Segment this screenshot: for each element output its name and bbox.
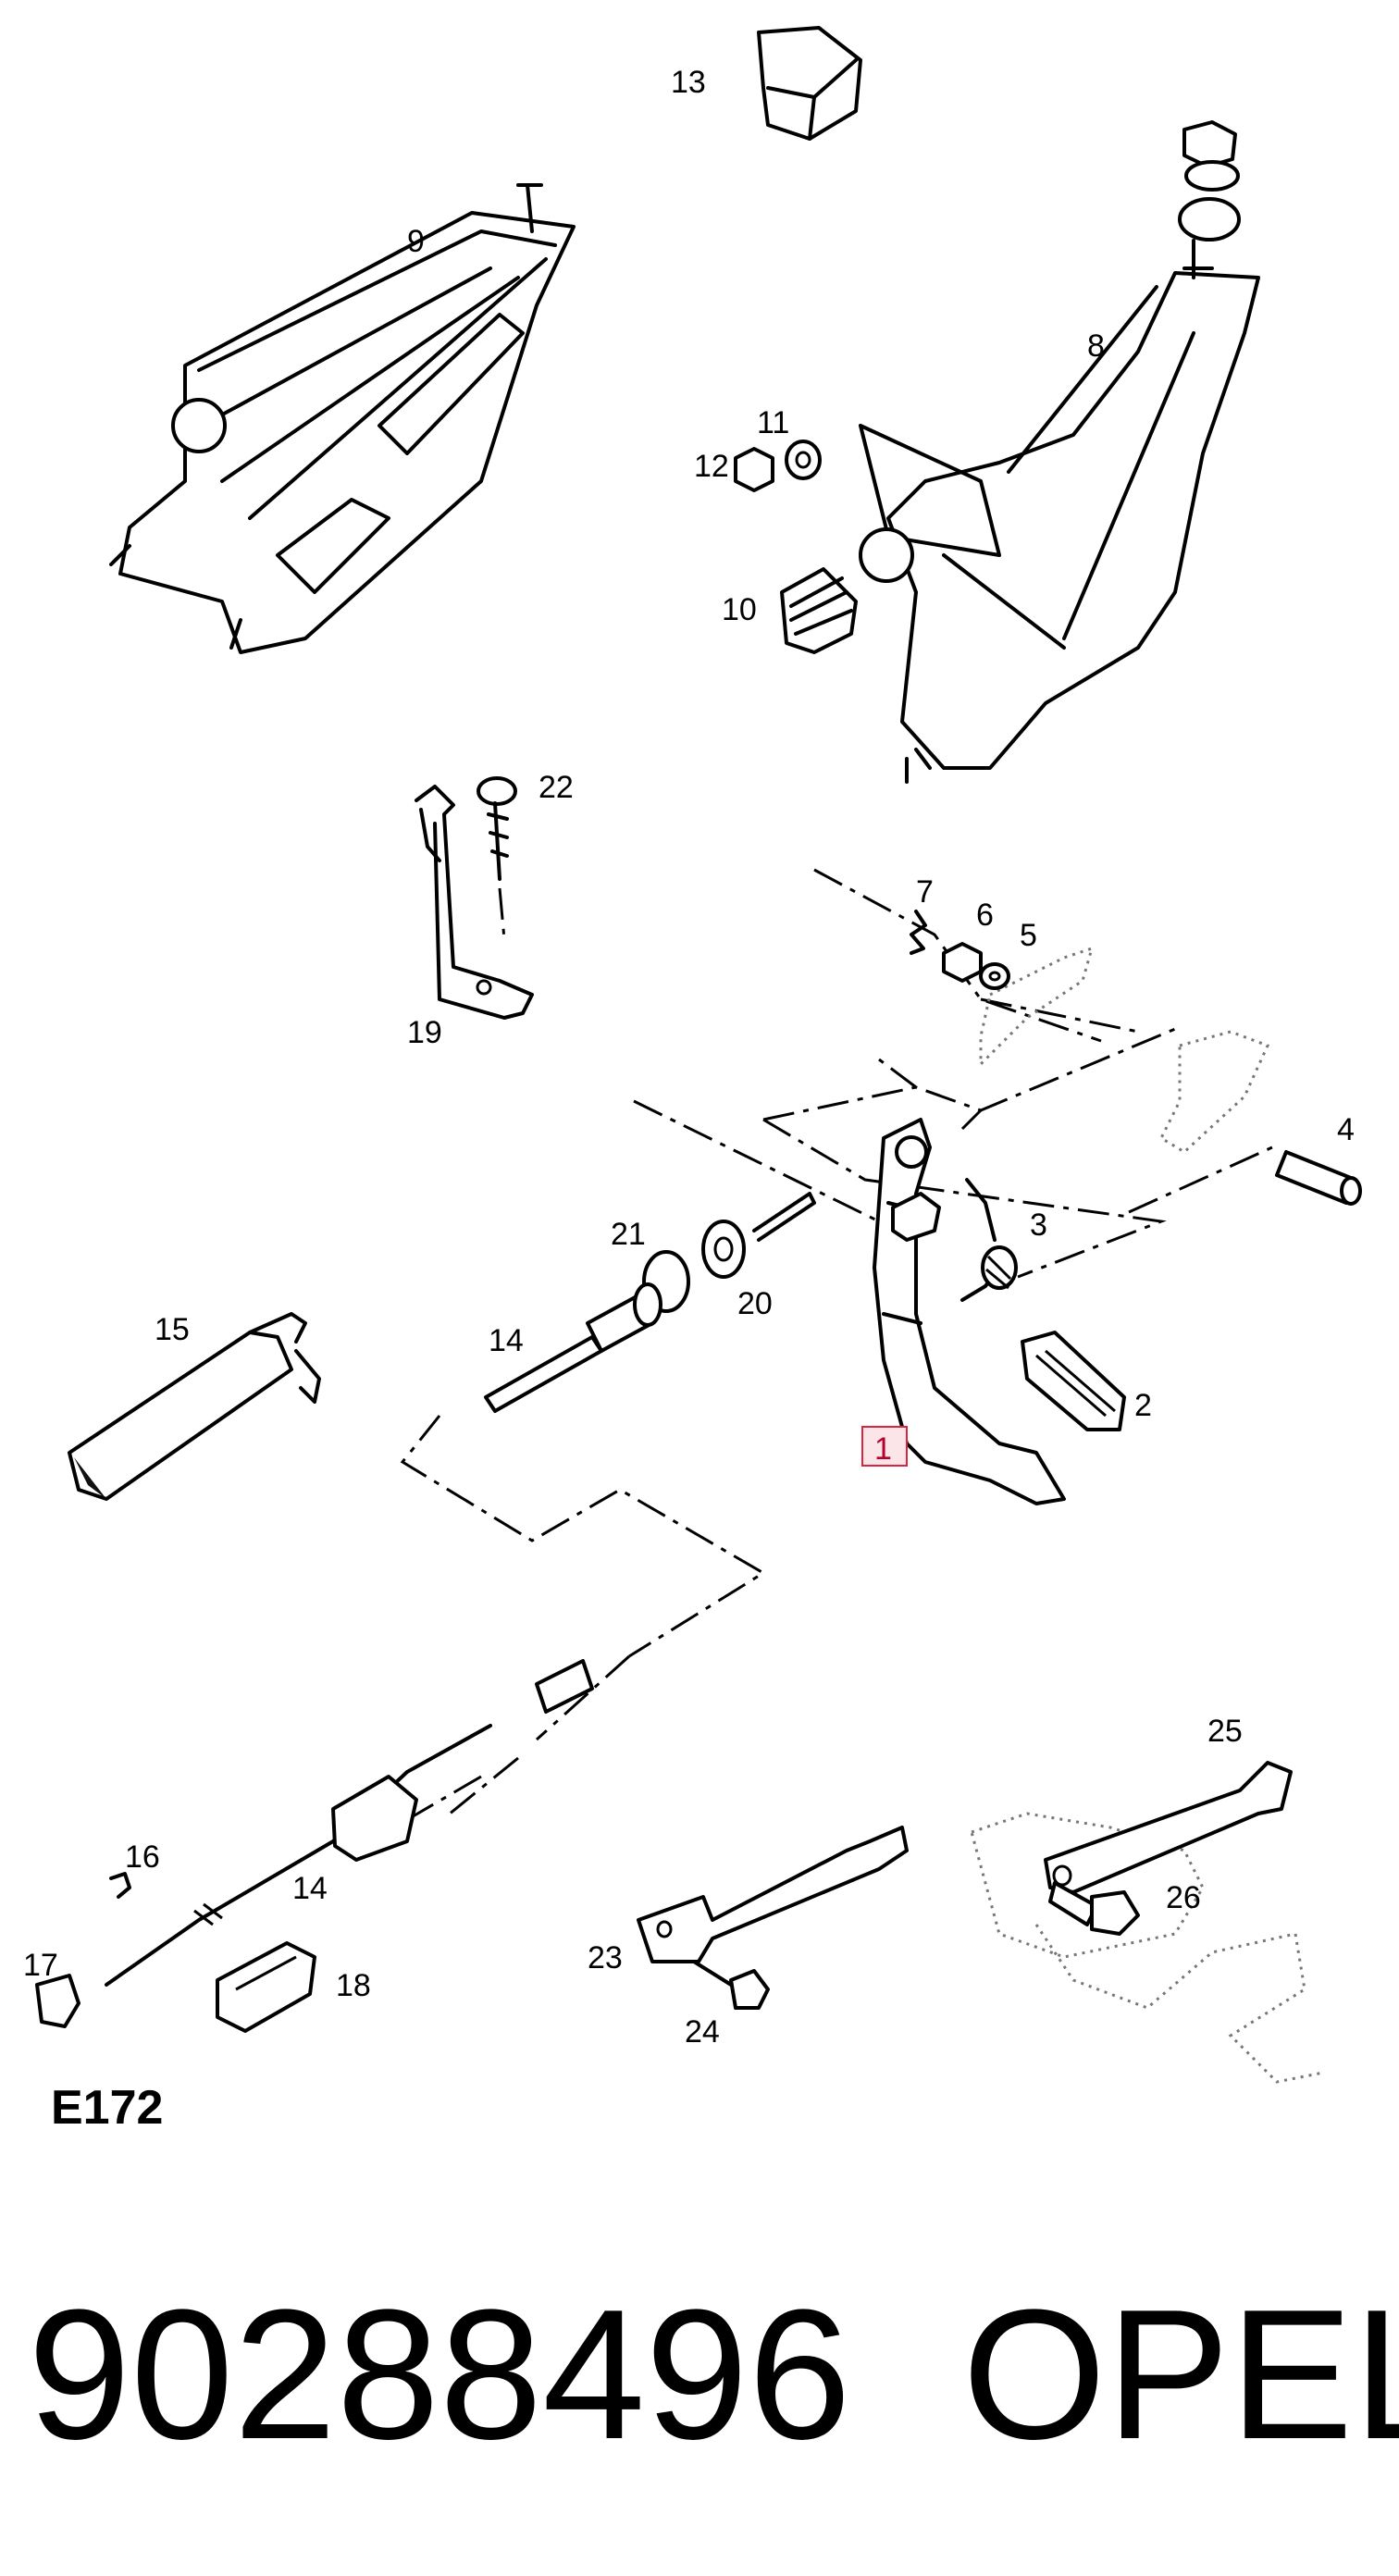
callout-21: 21 xyxy=(611,1217,646,1252)
part-9-pedal-bracket[interactable] xyxy=(109,183,576,654)
part-2-pedal-pad[interactable] xyxy=(1021,1331,1126,1431)
part-15-sleeve[interactable] xyxy=(68,1312,321,1501)
part-1-highlight-box[interactable] xyxy=(861,1426,908,1467)
callout-8: 8 xyxy=(1087,328,1105,364)
part-22-screw[interactable] xyxy=(477,776,517,940)
part-6-nut[interactable] xyxy=(942,942,983,983)
part-24-screw[interactable] xyxy=(692,1960,770,2010)
part-pivot-bushing[interactable] xyxy=(891,1192,941,1242)
callout-11: 11 xyxy=(757,405,789,440)
callout-15: 15 xyxy=(155,1312,190,1347)
part-7-clip[interactable] xyxy=(910,910,927,955)
part-1-pedal-arm[interactable] xyxy=(873,1118,1066,1505)
part-8-pedal-bracket[interactable] xyxy=(859,239,1260,784)
callout-22: 22 xyxy=(539,770,574,805)
part-18-connector[interactable] xyxy=(216,1941,316,2033)
assembly-guide-lines xyxy=(369,868,1273,1843)
callout-14-upper: 14 xyxy=(489,1323,524,1358)
callout-24: 24 xyxy=(685,2014,720,2050)
part-14-cable-end[interactable] xyxy=(484,1282,662,1413)
brand-label: OPEL xyxy=(962,2272,1399,2478)
callout-26: 26 xyxy=(1166,1880,1201,1915)
callout-1: 1 xyxy=(874,1431,892,1467)
callout-2: 2 xyxy=(1134,1388,1152,1423)
part-16-clip[interactable] xyxy=(109,1872,131,1899)
callout-6: 6 xyxy=(976,898,994,933)
part-14-clutch-cable[interactable] xyxy=(105,1659,594,1987)
part-12-nut[interactable] xyxy=(734,447,774,492)
callout-3: 3 xyxy=(1030,1208,1047,1243)
callout-5: 5 xyxy=(1020,918,1037,953)
callout-12: 12 xyxy=(694,449,729,484)
callout-18: 18 xyxy=(336,1968,371,2003)
part-3-return-spring[interactable] xyxy=(960,1178,1018,1302)
part-5-washer[interactable] xyxy=(979,962,1010,990)
callout-13: 13 xyxy=(671,65,706,100)
callout-7: 7 xyxy=(916,874,934,910)
part-26-bolt[interactable] xyxy=(1048,1881,1140,1936)
callout-20: 20 xyxy=(737,1286,773,1321)
callout-23: 23 xyxy=(588,1940,623,1975)
ghost-body-panels xyxy=(970,946,1324,2084)
part-25-lever[interactable] xyxy=(1044,1761,1293,1894)
part-20-washer[interactable] xyxy=(701,1220,746,1279)
callout-9: 9 xyxy=(407,224,425,259)
callout-16: 16 xyxy=(125,1839,160,1875)
part-4-pin[interactable] xyxy=(1275,1150,1362,1206)
part-10-bushing[interactable] xyxy=(780,567,858,654)
part-19-bracket[interactable] xyxy=(415,785,534,1020)
callout-19: 19 xyxy=(407,1015,442,1050)
part-17-clip[interactable] xyxy=(35,1974,80,2028)
part-11-washer[interactable] xyxy=(785,440,822,480)
callout-17: 17 xyxy=(23,1948,58,1983)
callout-4: 4 xyxy=(1337,1112,1355,1147)
callout-14-lower: 14 xyxy=(292,1871,328,1906)
part-23-bracket[interactable] xyxy=(637,1826,909,1963)
callout-10: 10 xyxy=(722,592,757,627)
part-8-nut-stack[interactable] xyxy=(1178,120,1241,242)
callout-25: 25 xyxy=(1207,1714,1243,1749)
part-13-bracket[interactable] xyxy=(757,26,862,141)
diagram-code: E172 xyxy=(51,2081,163,2135)
part-number: 90288496 xyxy=(28,2272,851,2478)
